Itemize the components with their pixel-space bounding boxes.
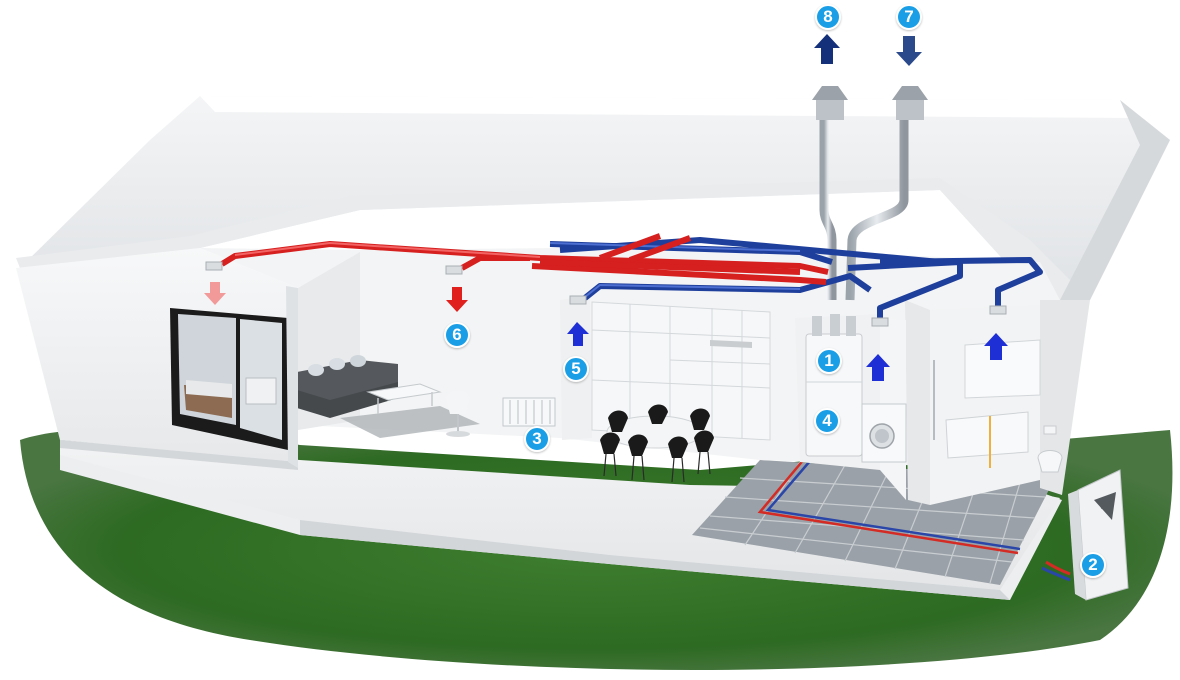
marker-8: 8 <box>815 4 841 30</box>
marker-label: 5 <box>571 359 581 378</box>
washing-machine <box>861 403 907 463</box>
marker-label: 4 <box>822 411 832 430</box>
air-handling-unit <box>805 314 863 457</box>
marker-label: 6 <box>452 325 462 344</box>
marker-4: 4 <box>814 408 840 434</box>
bedroom-wall-edge <box>286 286 298 468</box>
marker-label: 8 <box>823 7 833 26</box>
marker-2: 2 <box>1080 552 1106 578</box>
supply-arrow-bedroom <box>204 282 226 305</box>
supply-ducts-highlight <box>234 241 541 258</box>
ceiling-diffusers <box>205 261 1007 327</box>
marker-1: 1 <box>816 348 842 374</box>
outdoor-air-arrow <box>896 36 922 66</box>
bathroom <box>930 305 1063 505</box>
right-gable-wall <box>1040 300 1090 495</box>
extract-ducts-highlight <box>549 242 801 298</box>
supply-arrow-living-room <box>446 287 468 312</box>
kitchen-cabinets <box>591 301 771 441</box>
extract-arrow-kitchen <box>567 322 589 346</box>
marker-6: 6 <box>444 322 470 348</box>
extract-arrow-utility <box>866 354 890 381</box>
radiator <box>502 397 556 427</box>
marker-3: 3 <box>524 426 550 452</box>
marker-7: 7 <box>896 4 922 30</box>
extract-arrow-bathroom <box>984 333 1008 360</box>
marker-label: 7 <box>904 7 914 26</box>
airflow-arrows <box>204 34 1008 381</box>
bedroom-window <box>170 308 288 450</box>
marker-label: 3 <box>532 429 542 448</box>
marker-5: 5 <box>563 356 589 382</box>
living-room-furniture <box>297 355 480 438</box>
dining-set <box>600 404 714 483</box>
roof-vents <box>812 86 928 301</box>
exhaust-air-arrow <box>814 34 840 64</box>
marker-label: 2 <box>1088 555 1098 574</box>
marker-label: 1 <box>824 351 834 370</box>
